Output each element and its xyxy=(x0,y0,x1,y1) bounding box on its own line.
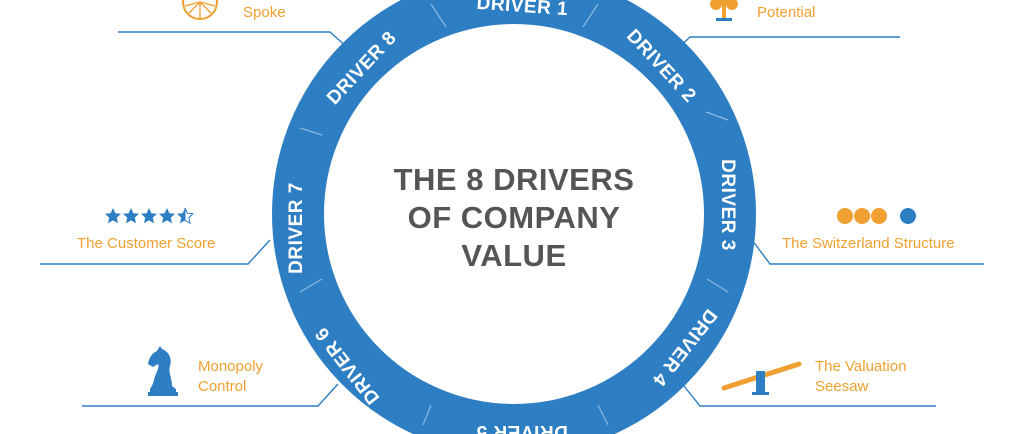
customer-score-item: The Customer Score xyxy=(77,207,215,252)
stars-icon xyxy=(105,207,195,225)
monopoly-label-line-2: Control xyxy=(198,378,246,395)
seesaw-item: The Valuation Seesaw xyxy=(721,358,906,395)
customer-score-label: The Customer Score xyxy=(77,235,215,252)
dots-icon xyxy=(837,208,916,224)
driver-3-label: DRIVER 3 xyxy=(717,159,738,251)
potential-label: Potential xyxy=(757,4,815,21)
spoke-item: Spoke xyxy=(182,0,286,21)
tree-icon xyxy=(710,0,738,21)
ring-dividers xyxy=(299,3,729,426)
driver-7-label: DRIVER 7 xyxy=(286,182,307,274)
potential-item: Potential xyxy=(710,0,815,21)
switzerland-label: The Switzerland Structure xyxy=(782,235,955,252)
switzerland-item: The Switzerland Structure xyxy=(782,208,955,252)
center-title-line-1: THE 8 DRIVERS xyxy=(394,162,635,197)
center-title-line-2: OF COMPANY xyxy=(408,200,621,235)
seesaw-label-line-1: The Valuation xyxy=(815,358,906,375)
wheel-icon xyxy=(182,0,218,20)
monopoly-label-line-1: Monopoly xyxy=(198,358,264,375)
monopoly-item: Monopoly Control xyxy=(148,346,264,396)
driver-5-label: DRIVER 5 xyxy=(476,421,568,434)
drivers-ring xyxy=(272,0,756,434)
chess-knight-icon xyxy=(148,346,178,396)
driver-1-label: DRIVER 1 xyxy=(476,0,569,20)
seesaw-label-line-2: Seesaw xyxy=(815,378,869,395)
center-title-line-3: VALUE xyxy=(461,238,566,273)
seesaw-icon xyxy=(721,361,802,395)
leader-lines xyxy=(40,31,984,407)
spoke-label: Spoke xyxy=(243,4,286,21)
